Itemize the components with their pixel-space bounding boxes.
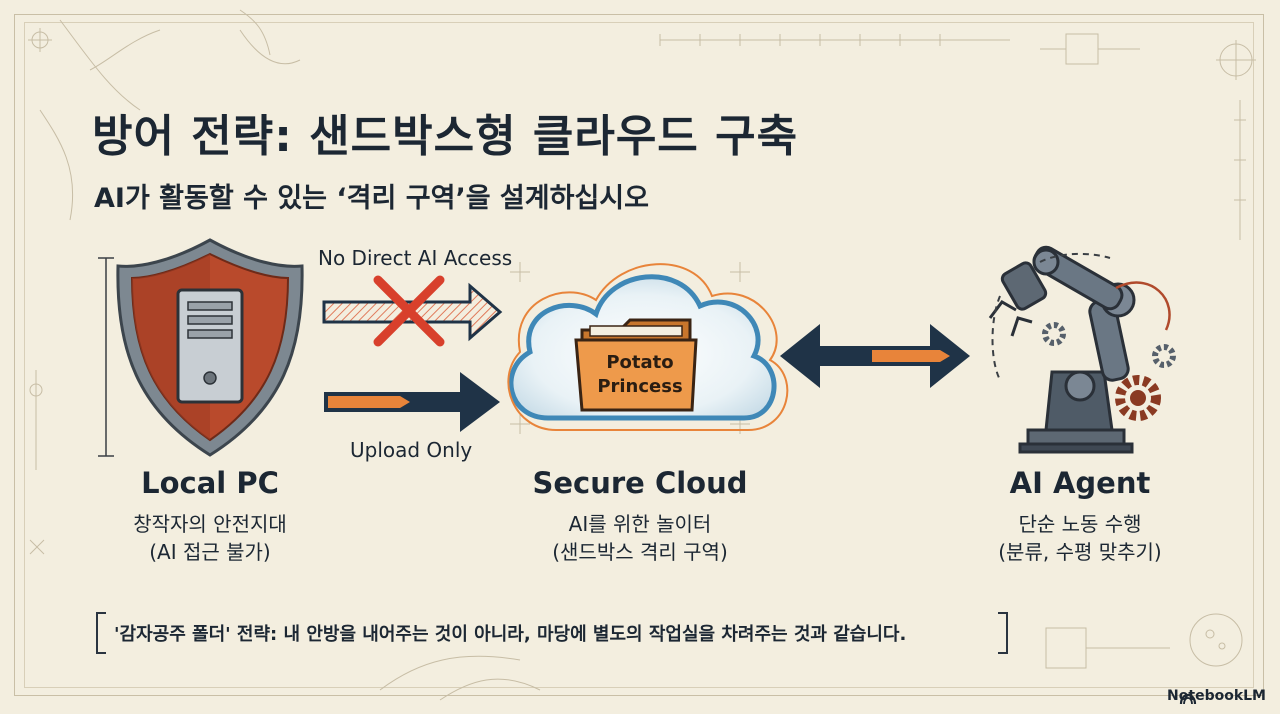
motion-arcs [991,252,1111,381]
local-pc-title: Local PC [141,466,279,500]
gear-icon [1115,375,1161,421]
blocked-arrow-label: No Direct AI Access [318,246,513,270]
page-subtitle: AI가 활동할 수 있는 ‘격리 구역’을 설계하십시오 [94,183,649,214]
blueprint-decorations [28,9,1256,701]
brand-name: NotebookLM [1167,688,1266,704]
folder-icon [574,318,698,412]
brand-watermark: NotebookLM [1145,688,1266,704]
folder-label-line1: Potato [606,352,674,373]
ai-agent-note: (분류, 수평 맞추기) [998,540,1162,564]
cross-icon [373,275,445,347]
bidirectional-arrow [780,324,970,388]
dimension-line [98,257,114,457]
outer-frame [14,14,1264,696]
gear-small-icon [1042,322,1176,368]
secure-cloud-title: Secure Cloud [532,466,748,500]
secure-cloud-note: (샌드박스 격리 구역) [552,540,728,564]
server-tower-icon [176,288,244,404]
inner-frame [24,22,1254,688]
ai-agent-title: AI Agent [1009,466,1151,500]
upload-arrow-label: Upload Only [350,438,473,462]
notebooklm-logo-icon [1179,693,1197,705]
local-pc-note: (AI 접근 불가) [149,540,271,564]
folder-label-line2: Princess [597,376,683,397]
local-pc-desc: 창작자의 안전지대 [133,512,287,536]
upload-arrow [324,372,500,432]
page-title: 방어 전략: 샌드박스형 클라우드 구축 [92,111,799,162]
robot-arm-icon [988,245,1136,454]
ai-agent-desc: 단순 노동 수행 [1018,512,1142,536]
strategy-callout: '감자공주 폴더' 전략: 내 안방을 내어주는 것이 아니라, 마당에 별도의… [96,612,1008,654]
secure-cloud-desc: AI를 위한 놀이터 [568,512,712,536]
